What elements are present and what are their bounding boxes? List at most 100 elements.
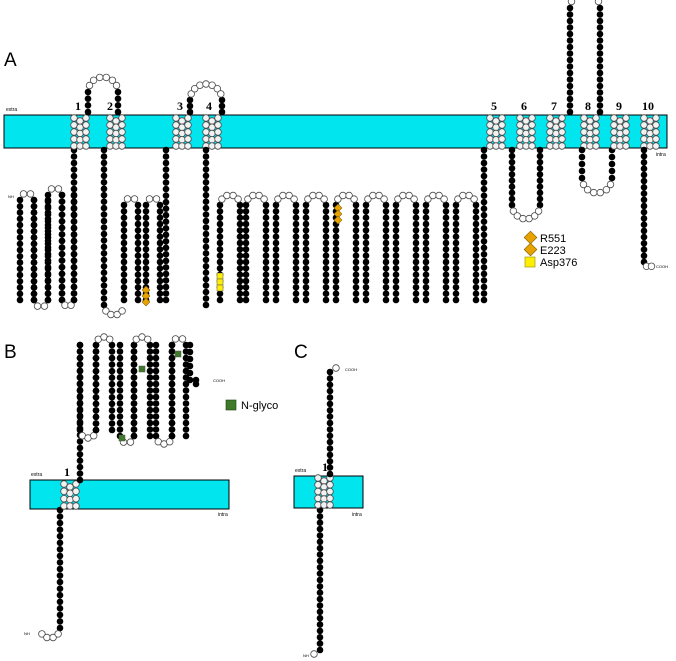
residue: [480, 238, 488, 245]
residue: [116, 348, 124, 355]
residue: [118, 142, 126, 150]
r551-marker: [333, 215, 343, 225]
residue: [134, 227, 142, 234]
residue: [452, 258, 460, 266]
residue: [130, 348, 138, 355]
residue: [30, 265, 38, 273]
residue: [352, 265, 360, 272]
residue: [640, 208, 648, 216]
asp376-marker: [216, 272, 224, 280]
residue: [146, 413, 154, 420]
residue: [314, 474, 322, 482]
residue: [352, 227, 360, 234]
residue: [44, 277, 52, 284]
residue: [202, 243, 210, 251]
residue: [162, 251, 170, 258]
residue: [412, 258, 420, 266]
residue: [508, 158, 516, 166]
residue: [316, 532, 324, 539]
residue: [472, 239, 480, 247]
residue: [168, 387, 176, 394]
residue: [596, 188, 604, 197]
residue: [452, 239, 460, 247]
residue: [546, 135, 554, 143]
residue: [134, 258, 142, 266]
residue: [16, 284, 24, 291]
residue: [472, 277, 480, 285]
residue: [452, 214, 460, 221]
residue: [508, 201, 516, 209]
residue: [586, 129, 594, 138]
residue: [76, 451, 84, 458]
residue: [234, 195, 242, 203]
residue: [146, 426, 154, 433]
residue: [118, 307, 126, 315]
residue: [60, 495, 68, 503]
residue: [120, 271, 128, 279]
residue: [596, 37, 604, 44]
residue: [70, 166, 78, 173]
residue: [480, 159, 488, 167]
residue: [302, 258, 310, 266]
residue: [16, 296, 24, 304]
panel-b-legend: N-glyco: [225, 399, 278, 412]
residue: [452, 233, 460, 240]
residue: [168, 419, 176, 427]
residue: [38, 630, 46, 638]
residue: [156, 246, 164, 253]
residue: [196, 81, 204, 89]
residue: [622, 121, 630, 129]
residue: [242, 252, 250, 259]
residue: [558, 114, 566, 122]
residue: [16, 215, 24, 223]
residue: [108, 341, 116, 349]
residue: [292, 233, 300, 240]
residue: [16, 203, 24, 210]
residue: [102, 307, 110, 315]
residue: [56, 552, 64, 560]
residue: [70, 205, 78, 212]
residue: [100, 217, 108, 225]
residue: [202, 166, 210, 173]
residue: [322, 220, 330, 228]
residue: [302, 227, 310, 234]
residue: [130, 380, 138, 388]
residue: [216, 258, 224, 266]
residue: [399, 191, 407, 200]
residue: [208, 81, 216, 89]
residue: [58, 218, 66, 225]
residue: [616, 136, 624, 144]
residue: [326, 419, 334, 427]
residue: [152, 387, 160, 394]
residue: [412, 214, 420, 221]
residue: [100, 275, 108, 283]
residue: [452, 296, 460, 304]
residue: [580, 135, 588, 143]
residue: [156, 290, 164, 298]
residue: [608, 153, 616, 161]
residue: [292, 227, 300, 234]
residue: [255, 191, 263, 200]
residue: [536, 171, 544, 178]
residue: [566, 11, 574, 18]
residue: [30, 290, 38, 298]
residue: [322, 284, 330, 291]
residue: [316, 525, 324, 533]
residue: [322, 296, 330, 304]
residue: [352, 296, 360, 304]
residue: [120, 208, 128, 215]
residue: [452, 220, 460, 228]
legend-r551-label: R551: [540, 233, 566, 245]
residue: [616, 117, 624, 125]
residue: [202, 301, 210, 309]
residue: [592, 142, 600, 150]
residue: [592, 114, 600, 122]
residue: [566, 30, 574, 38]
residue: [134, 284, 142, 291]
residue: [382, 214, 390, 221]
residue: [534, 207, 543, 215]
residue: [412, 220, 420, 228]
residue: [120, 227, 128, 234]
residue: [58, 296, 66, 304]
residue: [152, 406, 160, 414]
